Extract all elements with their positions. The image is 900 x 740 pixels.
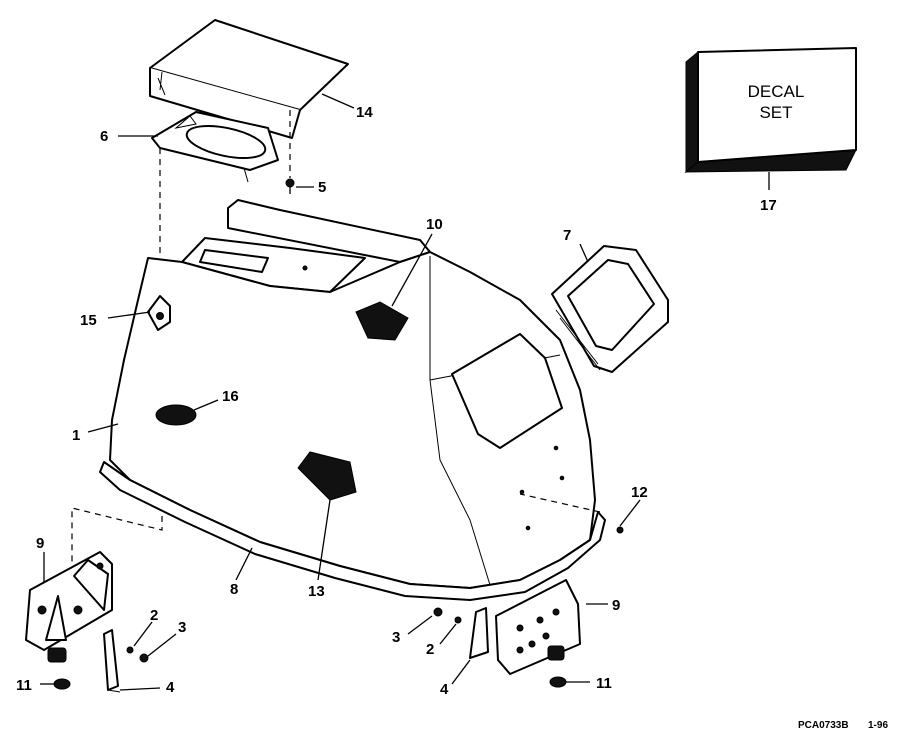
callout-1: 1 — [72, 427, 80, 444]
callout-numbers: 14 6 5 10 7 15 16 1 12 9 8 13 9 2 3 3 2 … — [16, 104, 777, 698]
callout-8: 8 — [230, 581, 238, 598]
washer-11-right — [549, 676, 567, 688]
callout-3-right: 3 — [392, 629, 400, 646]
callout-14: 14 — [356, 104, 373, 121]
callout-2-left: 2 — [150, 607, 158, 624]
seal-plate — [151, 111, 279, 183]
decal-set-box: DECAL SET — [684, 47, 857, 174]
hardware-left — [103, 629, 149, 693]
washer-11-left — [53, 678, 71, 690]
screw-5 — [285, 178, 295, 194]
hardware-right — [433, 493, 624, 624]
callout-3-left: 3 — [178, 619, 186, 636]
bracket-right — [469, 579, 581, 675]
footer-date: 1-96 — [868, 720, 888, 731]
bottom-seal — [99, 461, 606, 601]
side-window — [551, 245, 669, 373]
callout-15: 15 — [80, 312, 97, 329]
alignment-line-3 — [71, 505, 163, 565]
callout-2-right: 2 — [426, 641, 434, 658]
callout-11-left: 11 — [16, 677, 32, 694]
callout-4-left: 4 — [166, 679, 175, 696]
callout-12: 12 — [631, 484, 648, 501]
bracket-left — [25, 551, 113, 663]
engine-cover — [109, 199, 596, 589]
callout-16: 16 — [222, 388, 239, 405]
callout-6: 6 — [100, 128, 108, 145]
footer-code: PCA0733B — [798, 720, 849, 731]
callout-11-right: 11 — [596, 675, 612, 692]
callout-10: 10 — [426, 216, 443, 233]
cover-lid — [149, 19, 349, 139]
callout-9-right: 9 — [612, 597, 620, 614]
callout-17: 17 — [760, 197, 777, 214]
callout-13: 13 — [308, 583, 325, 600]
decal-line-1: DECAL — [748, 82, 805, 101]
footer: PCA0733B 1-96 — [798, 720, 888, 731]
callout-5: 5 — [318, 179, 326, 196]
callout-7: 7 — [563, 227, 571, 244]
callout-9-left: 9 — [36, 535, 44, 552]
callout-4-right: 4 — [440, 681, 449, 698]
decal-line-2: SET — [759, 103, 792, 122]
leader-lines — [40, 93, 770, 691]
